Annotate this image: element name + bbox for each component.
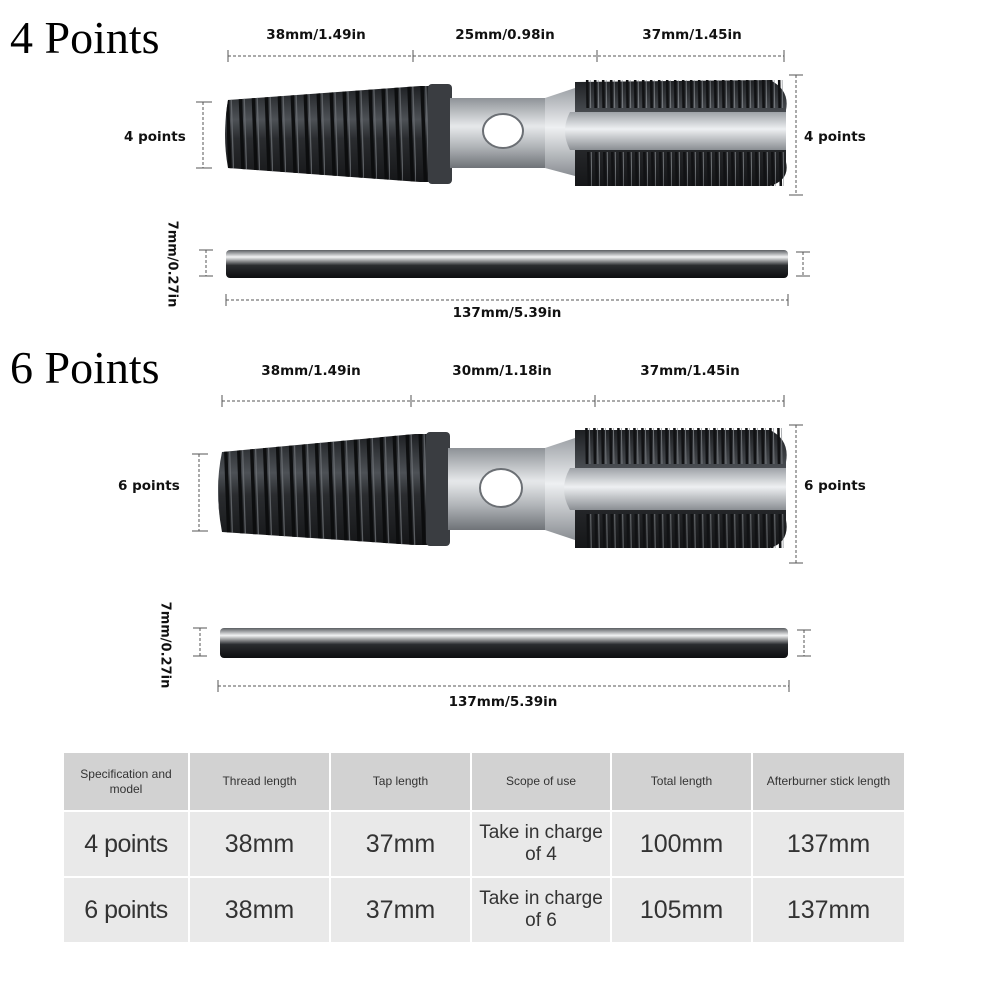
header-specification: Specification and model <box>64 753 188 810</box>
cell-scope-of-use: Take in charge of 6 <box>472 878 610 942</box>
dimension-tap-6: 37mm/1.45in <box>640 363 740 379</box>
bracket-left-6 <box>192 453 208 532</box>
dimension-middle-4: 25mm/0.98in <box>455 27 555 43</box>
header-tap-length: Tap length <box>331 753 470 810</box>
left-points-label-4: 4 points <box>124 129 186 145</box>
rod-length-label-6: 137mm/5.39in <box>448 694 558 710</box>
dimension-line-6 <box>221 395 785 407</box>
cell-stick-length: 137mm <box>753 878 904 942</box>
header-thread-length: Thread length <box>190 753 329 810</box>
left-points-label-6: 6 points <box>118 478 180 494</box>
dimension-middle-6: 30mm/1.18in <box>452 363 552 379</box>
rod-dimension-6 <box>193 627 811 692</box>
rod-diameter-label-4: 7mm/0.27in <box>164 220 180 308</box>
cell-model: 4 points <box>64 812 188 876</box>
rod-diameter-label-6: 7mm/0.27in <box>157 601 173 689</box>
rod-4-points <box>226 250 788 278</box>
rod-dimension-4 <box>199 249 810 306</box>
specification-table: Specification and model Thread length Ta… <box>62 751 906 944</box>
extractor-tool-6-points <box>218 428 787 548</box>
cell-thread-length: 38mm <box>190 878 329 942</box>
dimension-thread-6: 38mm/1.49in <box>261 363 361 379</box>
rod-length-label-4: 137mm/5.39in <box>452 305 562 321</box>
extractor-tool-4-points <box>225 80 787 186</box>
dimension-tap-4: 37mm/1.45in <box>642 27 742 43</box>
right-points-label-4: 4 points <box>804 129 866 145</box>
cell-scope-of-use: Take in charge of 4 <box>472 812 610 876</box>
header-scope-of-use: Scope of use <box>472 753 610 810</box>
table-row: 4 points 38mm 37mm Take in charge of 4 1… <box>64 812 904 876</box>
dimension-thread-4: 38mm/1.49in <box>266 27 366 43</box>
rod-6-points <box>220 628 788 658</box>
header-stick-length: Afterburner stick length <box>753 753 904 810</box>
title-6-points: 6 Points <box>10 342 160 393</box>
cell-total-length: 100mm <box>612 812 751 876</box>
cell-thread-length: 38mm <box>190 812 329 876</box>
bracket-right-4 <box>789 74 803 196</box>
dimension-line-4 <box>227 50 785 62</box>
table-row: 6 points 38mm 37mm Take in charge of 6 1… <box>64 878 904 942</box>
cell-tap-length: 37mm <box>331 878 470 942</box>
right-points-label-6: 6 points <box>804 478 866 494</box>
cell-model: 6 points <box>64 878 188 942</box>
bracket-left-4 <box>196 101 212 169</box>
cell-tap-length: 37mm <box>331 812 470 876</box>
table-header-row: Specification and model Thread length Ta… <box>64 753 904 810</box>
title-4-points: 4 Points <box>10 12 160 63</box>
cell-stick-length: 137mm <box>753 812 904 876</box>
header-total-length: Total length <box>612 753 751 810</box>
cell-total-length: 105mm <box>612 878 751 942</box>
bracket-right-6 <box>789 424 803 564</box>
